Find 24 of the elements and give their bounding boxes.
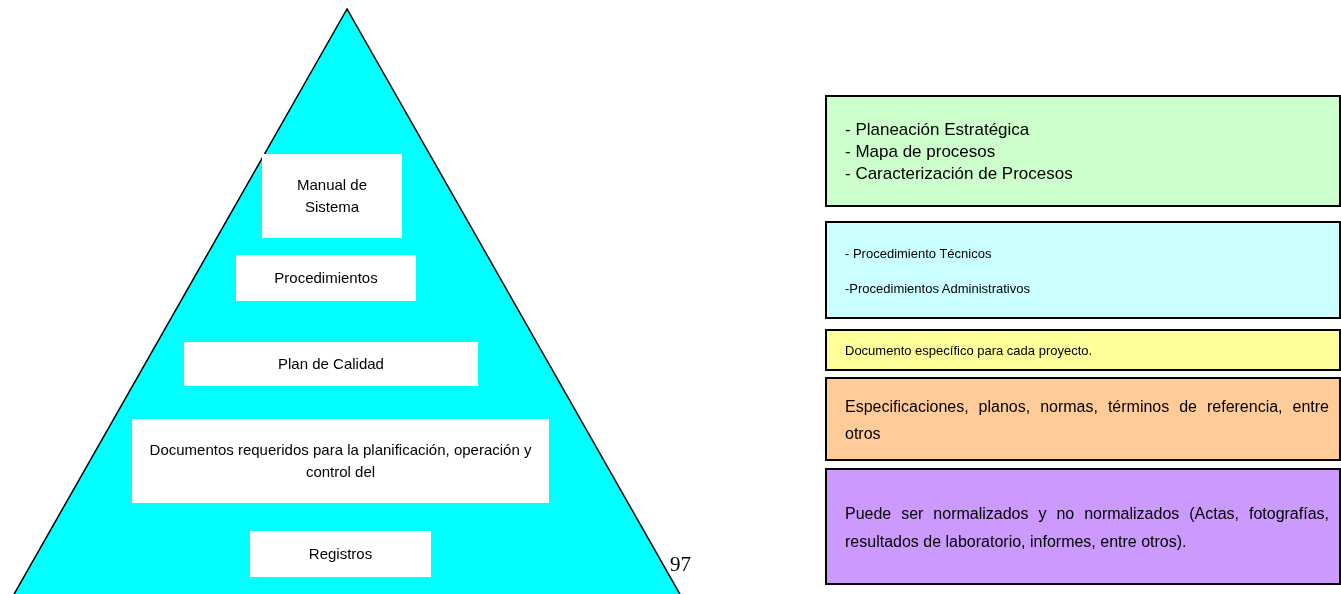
description-text: - Planeación Estratégica — [845, 118, 1031, 141]
level-box — [184, 342, 478, 386]
level-label: Documentos requeridos para la planificación, operación y control del — [148, 440, 533, 482]
description-text: - Mapa de procesos — [845, 140, 997, 163]
level-label: Registros — [308, 544, 373, 565]
level-label: Plan de Calidad — [278, 354, 384, 375]
description-box — [825, 468, 1341, 585]
description-box — [825, 377, 1341, 461]
description-text: Documento específico para cada proyecto. — [845, 343, 1094, 359]
description-box — [825, 95, 1341, 207]
level-label: Procedimientos — [274, 268, 378, 289]
description-text: - Caracterización de Procesos — [845, 163, 1074, 186]
description-box — [825, 221, 1341, 319]
description-text: - Procedimiento Técnicos — [845, 247, 993, 260]
level-box — [132, 419, 549, 503]
page-number: 97 — [670, 552, 691, 577]
description-text: Especificaciones, planos, normas, términos de referencia, entre otros — [845, 396, 1329, 444]
level-box — [250, 531, 431, 577]
description-text: -Procedimientos Administrativos — [845, 282, 1031, 295]
description-box — [825, 329, 1341, 371]
level-box — [236, 255, 416, 301]
description-text: Puede ser normalizados y no normalizados (Actas, fotografías, resultados de laboratorio, informes, entre otros). — [845, 503, 1329, 552]
level-label: Manual de Sistema — [295, 175, 369, 217]
level-box — [262, 154, 402, 238]
